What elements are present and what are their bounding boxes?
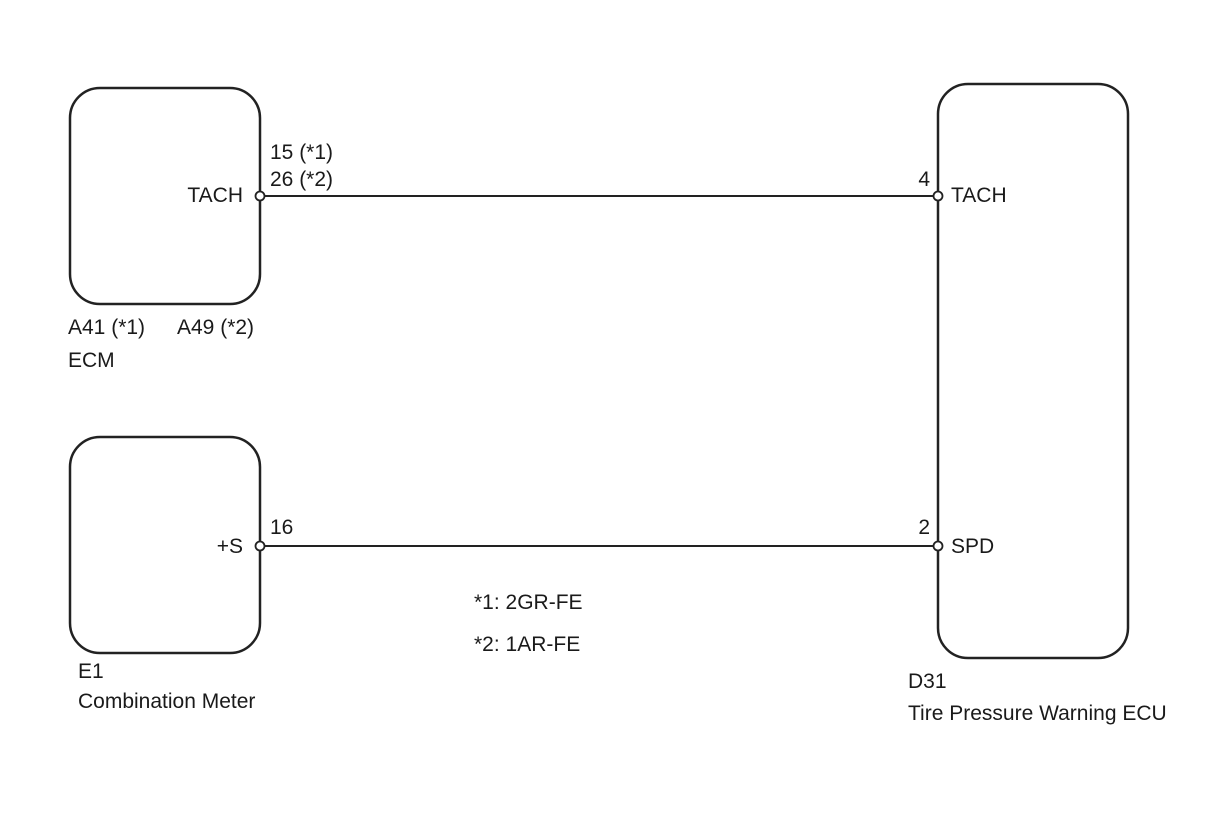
- ecm-tach-pin-a: 15 (*1): [270, 141, 334, 164]
- tpw-ecu-name: Tire Pressure Warning ECU: [908, 702, 1167, 725]
- meter-s-terminal: [254, 540, 266, 552]
- tpw-ecu-spd-terminal-label: SPD: [951, 535, 995, 558]
- ecm-connector-code-alt: A49 (*2): [177, 316, 255, 339]
- meter-s-pin: 16: [270, 516, 294, 539]
- tpw-ecu-tach-pin: 4: [918, 168, 930, 191]
- tpw-ecu-spd-terminal: [932, 540, 944, 552]
- ecm-name: ECM: [68, 349, 115, 372]
- note-engine-1: *1: 2GR-FE: [474, 591, 583, 614]
- ecm-connector-code: A41 (*1): [68, 316, 146, 339]
- tpw-ecu-tach-terminal-label: TACH: [951, 184, 1007, 207]
- meter-name: Combination Meter: [78, 690, 256, 713]
- ecm-tach-terminal-label: TACH: [187, 184, 243, 207]
- ecm-tach-terminal: [254, 190, 266, 202]
- meter-s-terminal-label: +S: [216, 535, 243, 558]
- tpw-ecu-connector-code: D31: [908, 670, 947, 693]
- tpw-ecu-tach-terminal: [932, 190, 944, 202]
- note-engine-2: *2: 1AR-FE: [474, 633, 581, 656]
- tire-pressure-warning-ecu-box: [936, 82, 1130, 660]
- tpw-ecu-spd-pin: 2: [918, 516, 930, 539]
- meter-connector-code: E1: [78, 660, 104, 683]
- ecm-tach-pin-b: 26 (*2): [270, 168, 334, 191]
